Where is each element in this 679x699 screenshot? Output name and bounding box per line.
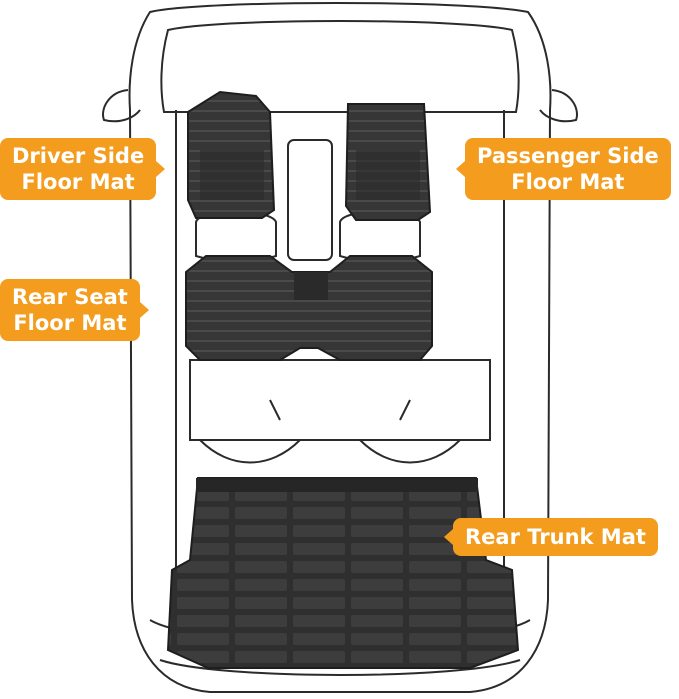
passenger-callout-line1: Passenger Side: [477, 144, 659, 168]
passenger-side-callout: Passenger Side Floor Mat: [456, 138, 671, 200]
callout-arrow-icon: [444, 529, 453, 545]
driver-callout-line1: Driver Side: [12, 144, 145, 168]
rear-seat-callout-line2: Floor Mat: [13, 311, 127, 335]
driver-callout-line2: Floor Mat: [21, 170, 135, 194]
callout-arrow-icon: [156, 161, 166, 177]
callout-arrow-icon: [456, 161, 465, 177]
rear-seat-floor-mat: [185, 255, 433, 361]
callout-arrow-icon: [139, 302, 149, 318]
driver-floor-mat: [187, 90, 276, 219]
rear-trunk-callout: Rear Trunk Mat: [444, 518, 658, 556]
driver-side-callout: Driver Side Floor Mat: [0, 138, 166, 200]
trunk-callout-label: Rear Trunk Mat: [465, 525, 646, 549]
passenger-callout-line2: Floor Mat: [511, 170, 625, 194]
rear-seat-callout: Rear Seat Floor Mat: [0, 279, 149, 341]
passenger-floor-mat: [344, 103, 432, 221]
rear-seat-callout-line1: Rear Seat: [12, 285, 128, 309]
trunk-mat-icon: [166, 477, 520, 669]
